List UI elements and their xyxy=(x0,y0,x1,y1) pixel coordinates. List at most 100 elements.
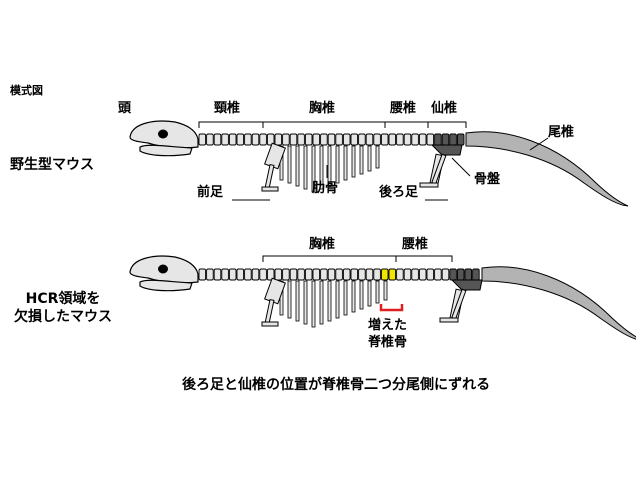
vertebra xyxy=(342,133,351,146)
vertebra xyxy=(434,133,442,146)
tail xyxy=(465,131,629,207)
vertebra xyxy=(388,133,397,146)
vertebra xyxy=(418,133,427,146)
forefoot xyxy=(261,186,279,192)
rib xyxy=(343,280,348,316)
vertebra xyxy=(198,268,207,281)
sacral-label: 仙椎 xyxy=(431,101,458,116)
rib xyxy=(311,145,316,193)
caption: 後ろ足と仙椎の位置が脊椎骨二つ分尾側にずれる xyxy=(182,377,491,393)
vertebra xyxy=(396,133,404,146)
eye-socket xyxy=(158,264,168,274)
vertebra xyxy=(373,268,381,281)
vertebra xyxy=(251,268,260,281)
lumbar-bracket xyxy=(384,121,429,128)
vertebra xyxy=(441,133,450,146)
rib xyxy=(359,145,364,175)
rib xyxy=(311,280,316,328)
mutant-label: HCR領域を 欠損したマウス xyxy=(14,290,112,326)
vertebra xyxy=(213,133,222,146)
added-label-line1: 増えた xyxy=(368,318,408,333)
brackets-mut xyxy=(262,255,453,312)
rib xyxy=(287,280,292,319)
vertebra xyxy=(320,268,328,281)
wildtype-label: 野生型マウス xyxy=(10,157,94,173)
vertebra xyxy=(236,268,245,281)
vertebra xyxy=(297,133,305,146)
vertebra xyxy=(396,268,404,281)
jaw xyxy=(139,279,193,292)
sacral-bracket xyxy=(427,121,467,128)
vertebra xyxy=(312,133,321,146)
thoracic-bracket-mut xyxy=(262,255,397,262)
vertebra xyxy=(289,268,298,281)
vertebra xyxy=(434,268,442,281)
vertebra xyxy=(297,268,305,281)
vertebra xyxy=(358,268,366,281)
vertebra xyxy=(320,133,328,146)
vertebra xyxy=(335,268,343,281)
vertebra xyxy=(206,133,214,146)
rib xyxy=(319,280,324,325)
vertebra xyxy=(221,268,229,281)
vertebra xyxy=(464,268,473,281)
vertebra xyxy=(441,268,450,281)
vertebra xyxy=(426,133,435,146)
mutant-label-line2: 欠損したマウス xyxy=(14,309,112,326)
vertebra xyxy=(380,133,389,146)
vertebra xyxy=(403,133,412,146)
vertebra xyxy=(274,133,283,146)
vertebra xyxy=(206,268,214,281)
vertebra xyxy=(244,133,252,146)
vertebra xyxy=(342,268,351,281)
vertebra xyxy=(335,133,343,146)
vertebra xyxy=(312,268,321,281)
ribs-label: 肋骨 xyxy=(312,181,339,196)
rib xyxy=(351,280,356,313)
rib xyxy=(327,280,332,322)
vertebra xyxy=(274,268,283,281)
vertebra xyxy=(418,268,427,281)
lumbar-label-mut: 腰椎 xyxy=(402,237,429,252)
brackets-wt xyxy=(198,121,467,128)
lumbar-bracket-mut xyxy=(395,255,453,262)
thoracic-bracket xyxy=(262,121,386,128)
rib xyxy=(295,145,300,187)
rib xyxy=(335,280,340,319)
rib xyxy=(375,280,380,304)
vertebra xyxy=(228,268,237,281)
vertebra xyxy=(350,133,359,146)
mutant-label-line1: HCR領域を xyxy=(25,291,101,307)
vertebra xyxy=(221,133,229,146)
vertebra xyxy=(365,268,374,281)
vertebra xyxy=(282,133,290,146)
added-vertebra-bracket xyxy=(379,304,404,312)
vertebra xyxy=(228,133,237,146)
rib xyxy=(319,145,324,190)
vertebra xyxy=(365,133,374,146)
vertebra xyxy=(266,133,275,146)
vertebra xyxy=(304,133,313,146)
vertebra xyxy=(456,133,465,146)
jaw xyxy=(139,144,193,157)
vertebra xyxy=(327,133,336,146)
rib xyxy=(367,145,372,172)
diagram-title: 模式図 xyxy=(10,84,43,97)
rib xyxy=(351,145,356,178)
lumbar-label: 腰椎 xyxy=(390,101,417,116)
vertebra xyxy=(251,133,260,146)
pelvis-label: 骨盤 xyxy=(474,172,501,187)
rib xyxy=(335,145,340,184)
vertebra xyxy=(449,133,457,146)
vertebra xyxy=(327,268,336,281)
vertebra xyxy=(236,133,245,146)
pelvis xyxy=(450,279,483,291)
cervical-label: 頸椎 xyxy=(214,101,241,116)
vertebra xyxy=(259,268,267,281)
hindfoot xyxy=(439,317,459,323)
rib xyxy=(303,145,308,190)
forefoot xyxy=(261,321,279,327)
rib xyxy=(367,280,372,307)
vertebra xyxy=(358,133,366,146)
